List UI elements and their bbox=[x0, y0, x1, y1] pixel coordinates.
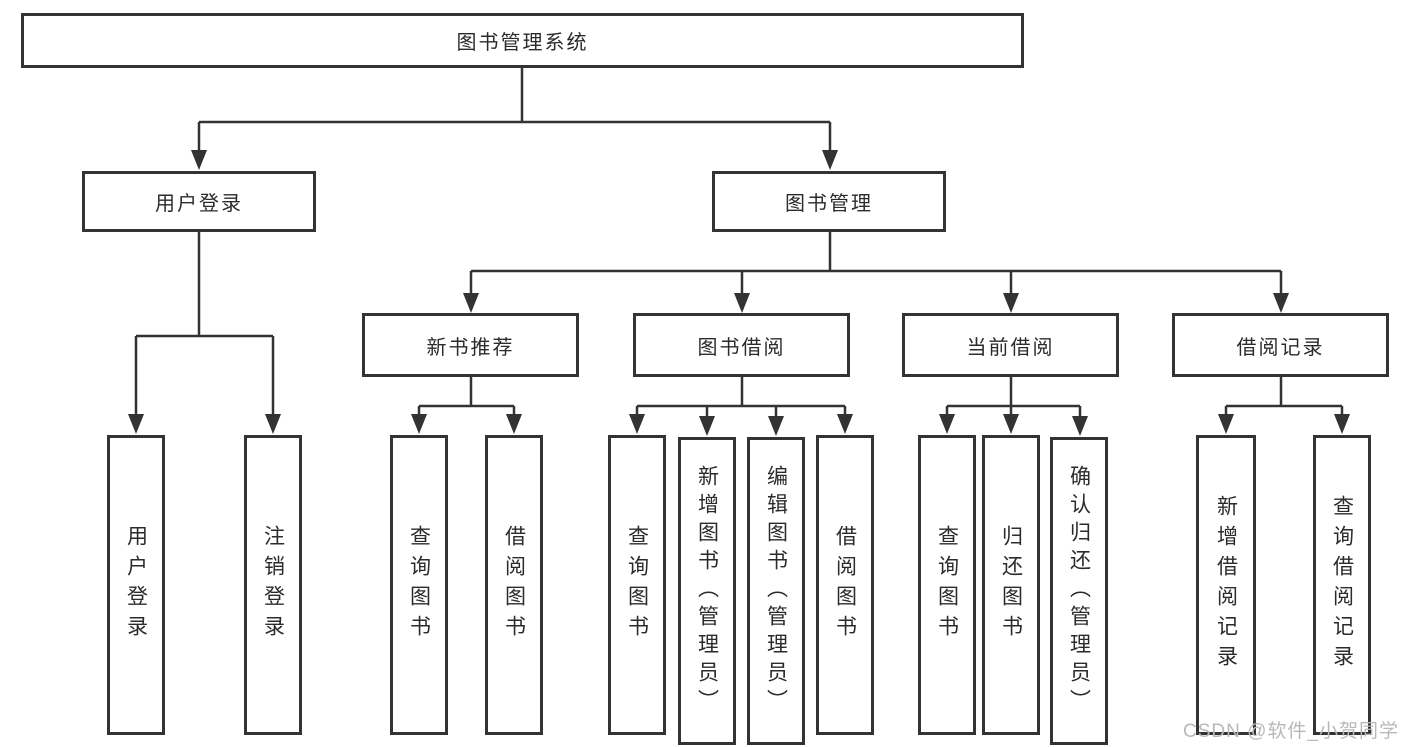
leaf-edit-books-admin: 编辑图书（管理员） bbox=[747, 437, 805, 745]
leaf-query-borrow-record: 查询借阅记录 bbox=[1313, 435, 1371, 735]
leaf-query-books-recommend: 查询图书 bbox=[390, 435, 448, 735]
node-borrowing-records: 借阅记录 bbox=[1172, 313, 1389, 377]
node-user-login: 用户登录 bbox=[82, 171, 316, 232]
leaf-borrow-books-borrowing: 借阅图书 bbox=[816, 435, 874, 735]
node-new-book-recommend: 新书推荐 bbox=[362, 313, 579, 377]
leaf-add-books-admin: 新增图书（管理员） bbox=[678, 437, 736, 745]
leaf-confirm-return-admin: 确认归还（管理员） bbox=[1050, 437, 1108, 745]
leaf-logout: 注销登录 bbox=[244, 435, 302, 735]
leaf-borrow-books-recommend: 借阅图书 bbox=[485, 435, 543, 735]
node-book-borrowing: 图书借阅 bbox=[633, 313, 850, 377]
watermark: CSDN @软件_小贺同学 bbox=[1183, 721, 1399, 742]
node-current-borrowing: 当前借阅 bbox=[902, 313, 1119, 377]
leaf-query-books-current: 查询图书 bbox=[918, 435, 976, 735]
leaf-user-login: 用户登录 bbox=[107, 435, 165, 735]
node-root: 图书管理系统 bbox=[21, 13, 1024, 68]
arrowheads bbox=[128, 150, 1350, 436]
leaf-return-books: 归还图书 bbox=[982, 435, 1040, 735]
leaf-query-books-borrowing: 查询图书 bbox=[608, 435, 666, 735]
leaf-add-borrow-record: 新增借阅记录 bbox=[1196, 435, 1256, 735]
node-book-management: 图书管理 bbox=[712, 171, 946, 232]
